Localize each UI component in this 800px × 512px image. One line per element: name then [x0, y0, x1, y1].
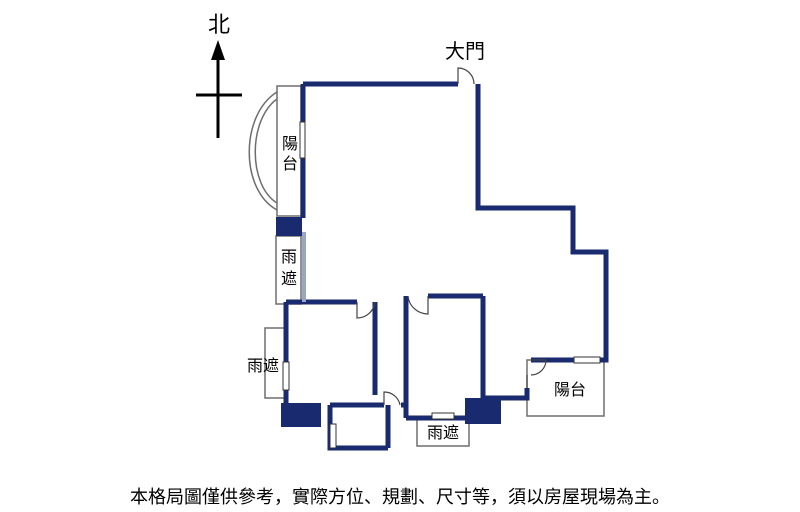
column-southwest [281, 403, 321, 427]
canopy-southwest-label: 雨遮 [247, 356, 279, 375]
canopy-west-label-1: 雨 [281, 247, 297, 266]
canopy-south-label: 雨遮 [427, 423, 459, 442]
balcony-east-label: 陽台 [554, 380, 586, 399]
column-west [276, 217, 302, 236]
balcony-west-label-2: 台 [282, 154, 298, 173]
north-label: 北 [208, 13, 230, 38]
disclaimer-text: 本格局圖僅供參考，實際方位、規劃、尺寸等，須以房屋現場為主。 [130, 487, 670, 508]
canopy-west-label-2: 遮 [281, 269, 297, 288]
balcony-west-label-1: 陽 [282, 134, 298, 153]
entrance-label: 大門 [445, 39, 485, 63]
window-west [302, 232, 306, 302]
doors [356, 67, 547, 406]
column-south [465, 398, 501, 424]
north-arrow-icon [196, 40, 242, 138]
windows [282, 121, 601, 449]
